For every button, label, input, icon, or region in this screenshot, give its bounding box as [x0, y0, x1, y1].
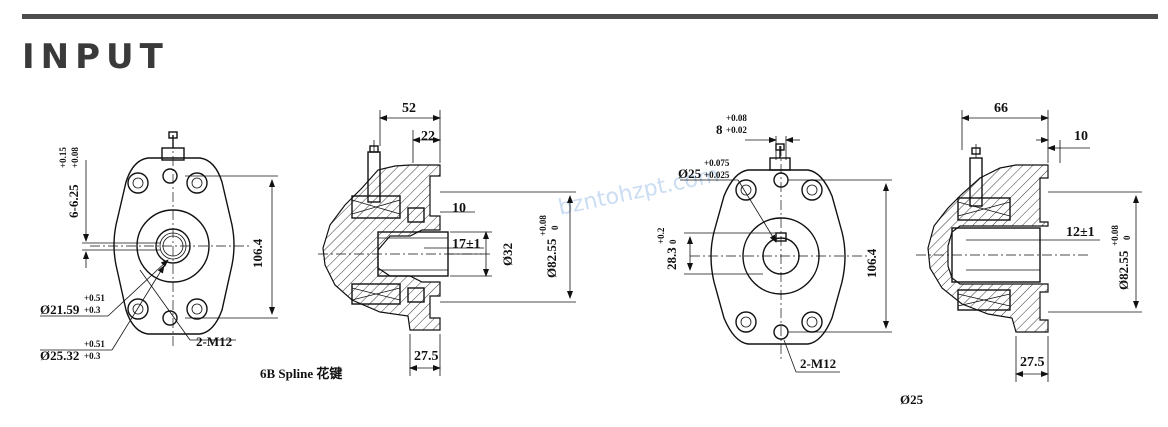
spline-section-view [318, 110, 576, 376]
svg-text:+0.08: +0.08 [538, 215, 548, 236]
svg-text:Ø25: Ø25 [678, 166, 702, 181]
svg-text:66: 66 [994, 101, 1008, 116]
svg-text:10: 10 [452, 201, 466, 216]
svg-text:+0.08: +0.08 [70, 147, 80, 168]
svg-text:2-M12: 2-M12 [800, 356, 836, 371]
svg-text:6B Spline 花键: 6B Spline 花键 [260, 366, 342, 381]
svg-text:0: 0 [668, 239, 678, 244]
svg-text:52: 52 [402, 101, 416, 116]
svg-text:+0.2: +0.2 [656, 227, 666, 244]
key-flange-front-view [680, 136, 892, 373]
svg-text:+0.025: +0.025 [704, 170, 730, 180]
svg-text:8: 8 [716, 122, 723, 137]
svg-text:27.5: 27.5 [1020, 355, 1045, 370]
svg-text:10: 10 [1074, 129, 1088, 144]
svg-text:+0.08: +0.08 [726, 113, 747, 123]
svg-text:Ø82.55: Ø82.55 [544, 238, 559, 278]
key-flange-front-labels: 8 +0.08 +0.02 Ø25 +0.075 +0.025 28.3 +0.… [656, 113, 924, 407]
svg-text:+0.51: +0.51 [84, 339, 105, 349]
svg-text:Ø32: Ø32 [500, 243, 515, 266]
svg-text:22: 22 [421, 129, 435, 144]
spline-section-labels: 52 22 10 17±1 Ø32 Ø82.55 +0.08 0 27.5 [402, 101, 560, 364]
spline-flange-front-view [40, 131, 278, 351]
svg-text:+0.3: +0.3 [84, 351, 101, 361]
svg-text:6-6.25: 6-6.25 [66, 184, 81, 218]
svg-text:+0.51: +0.51 [84, 293, 105, 303]
svg-text:+0.3: +0.3 [84, 305, 101, 315]
svg-text:+0.02: +0.02 [726, 125, 747, 135]
svg-text:17±1: 17±1 [452, 237, 481, 252]
top-rule [22, 14, 1158, 19]
svg-text:106.4: 106.4 [864, 248, 879, 278]
section-title: INPUT [22, 37, 169, 77]
svg-text:2-M12: 2-M12 [196, 334, 232, 349]
svg-text:+0.08: +0.08 [1110, 225, 1120, 246]
svg-text:0: 0 [1122, 235, 1132, 240]
svg-text:Ø25: Ø25 [900, 392, 924, 407]
svg-text:12±1: 12±1 [1066, 225, 1095, 240]
spline-flange-front-labels: 6-6.25 +0.15 +0.08 Ø21.59 +0.51 +0.3 Ø25… [40, 147, 342, 381]
svg-text:106.4: 106.4 [250, 238, 265, 268]
svg-text:Ø82.55: Ø82.55 [1116, 250, 1131, 290]
key-section-view [916, 110, 1142, 382]
key-section-labels: 66 10 12±1 Ø82.55 +0.08 0 27.5 [994, 101, 1132, 370]
svg-text:0: 0 [550, 225, 560, 230]
svg-text:28.3: 28.3 [664, 247, 679, 270]
svg-text:27.5: 27.5 [414, 349, 439, 364]
svg-text:+0.15: +0.15 [58, 147, 68, 168]
svg-text:+0.075: +0.075 [704, 158, 730, 168]
svg-text:Ø25.32: Ø25.32 [40, 348, 79, 363]
svg-text:Ø21.59: Ø21.59 [40, 302, 80, 317]
